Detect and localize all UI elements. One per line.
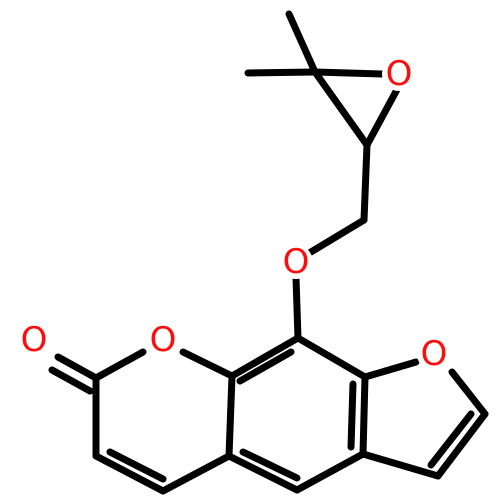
oxygen-lactone: O: [146, 320, 180, 360]
bond-c4b-c9a-inner: [347, 380, 357, 451]
bond-methyl-left: [244, 68, 319, 77]
epoxide-bonds: [244, 10, 404, 224]
bond-c2f-c3f: [434, 410, 489, 480]
bond-ch2-o: [302, 216, 368, 259]
bond-methyl-upper: [285, 10, 319, 76]
bond-c2-o-carbonyl-second: [48, 366, 94, 395]
bond-c4-c4a: [159, 452, 233, 495]
bond-c8-c8a-inner: [236, 348, 295, 385]
bond-c2f-c3f-inner: [427, 410, 475, 469]
oxygen-epoxide: O: [382, 54, 416, 94]
bond-epoxide-cc: [311, 68, 371, 149]
bond-c2-o-carbonyl: [54, 353, 100, 382]
bond-c4b-c9a: [359, 373, 369, 458]
bond-c3-c4: [92, 452, 167, 495]
ether-bonds: [292, 216, 368, 342]
oxygen-carbonyl: O: [17, 320, 51, 360]
bond-c8-c8a: [228, 334, 302, 380]
bond-c4a-c5: [225, 452, 301, 494]
bond-c8a-c4a: [225, 372, 236, 460]
bond-c8a-o-lactone: [179, 348, 236, 380]
bond-epoxide-c1-o: [311, 68, 386, 78]
oxygen-epoxide-label: O: [386, 54, 413, 94]
oxygen-carbonyl-label: O: [21, 320, 48, 360]
atom-labels: O O O O O: [17, 54, 451, 374]
bond-epoxide-ch2: [360, 141, 371, 224]
bond-c3f-c4b: [359, 450, 442, 480]
oxygen-furan: O: [417, 334, 451, 374]
bond-c9a-o-furan: [361, 358, 420, 381]
pyranone-ring-bonds: [48, 348, 236, 495]
oxygen-ether: O: [279, 242, 313, 282]
oxygen-furan-label: O: [421, 334, 448, 374]
bond-c9a-c8: [294, 334, 369, 381]
bond-o-furan-c2f: [448, 368, 489, 418]
bond-c5-c4b: [293, 450, 367, 494]
furan-ring-bonds: [359, 358, 489, 480]
bond-o-lactone-c2: [92, 348, 147, 382]
oxygen-lactone-label: O: [150, 320, 177, 360]
bond-c4a-c5-inner: [239, 448, 301, 482]
bond-epoxide-c2-o: [363, 80, 404, 149]
benzene-ring-bonds: [225, 334, 369, 494]
bond-o-aromatic: [292, 274, 302, 342]
bond-c3-c4-inner: [106, 448, 167, 483]
oxygen-ether-label: O: [283, 242, 310, 282]
